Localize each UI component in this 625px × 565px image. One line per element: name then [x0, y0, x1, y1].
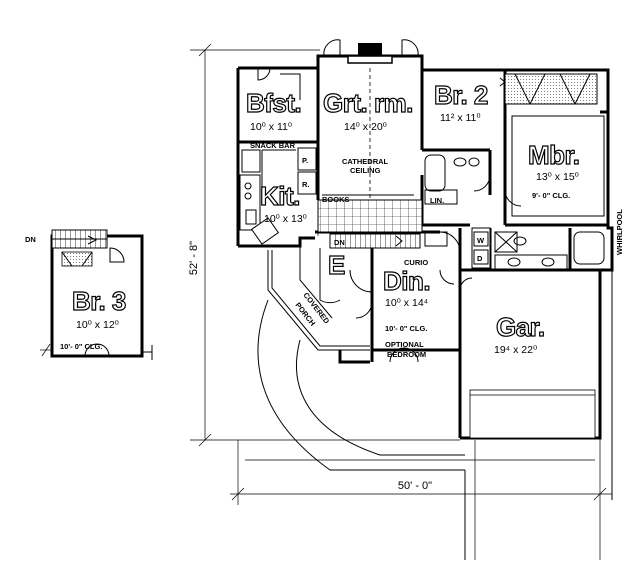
br2-closet [499, 73, 605, 217]
refrigerator-label: R. [302, 180, 310, 189]
din-room-name: Din. [383, 266, 430, 296]
entry-tile [317, 199, 423, 233]
stair-entry [319, 231, 455, 304]
dn-main-label: DN [334, 238, 345, 247]
dryer-label: D [477, 254, 483, 263]
gar-room-dim: 19⁴ x 22⁰ [494, 344, 538, 356]
kitchen-fixtures [239, 67, 317, 245]
whirlpool-label: WHIRLPOOL [615, 209, 624, 255]
width-dimension: 50' - 0" [398, 480, 432, 492]
curio-label: CURIO [404, 258, 428, 267]
mbr-ceiling-note: 9'- 0" CLG. [532, 191, 570, 200]
bfst-room-dim: 10⁰ x 11⁰ [250, 121, 293, 133]
entry-label: E [328, 250, 345, 280]
br2-room-dim: 11² x 11⁰ [440, 112, 481, 124]
kit-room-name: Kit. [260, 181, 300, 211]
dimension-lines [190, 43, 612, 560]
bedroom-3-detail [40, 229, 153, 360]
gar-room-name: Gar. [496, 312, 545, 342]
covered-porch [267, 238, 373, 351]
mbr-room-name: Mbr. [528, 140, 579, 170]
depth-dimension: 52' - 8" [188, 241, 200, 275]
books-label: BOOKS [322, 195, 350, 204]
grt-room-name: Grt. rm. [323, 88, 413, 118]
master-bath [439, 227, 605, 291]
bathroom-fixtures [424, 154, 491, 205]
br3-room-dim: 10⁰ x 12⁰ [76, 319, 120, 331]
snack-bar-label: SNACK BAR [250, 141, 296, 150]
cathedral-ceiling-line2: CEILING [350, 166, 381, 175]
fireplace [323, 39, 419, 64]
br3-ceiling-note: 10'- 0" CLG. [60, 342, 102, 351]
garage-driveway [257, 270, 613, 560]
linen-label: LIN. [430, 196, 444, 205]
grt-room-dim: 14⁰ x 20⁰ [344, 121, 388, 133]
kit-room-dim: 10⁰ x 13⁰ [264, 213, 308, 225]
din-room-dim: 10⁰ x 14⁴ [385, 297, 428, 309]
optional-bedroom-line1: OPTIONAL [385, 340, 424, 349]
bfst-room-name: Bfst. [246, 88, 301, 118]
br3-room-name: Br. 3 [72, 286, 126, 316]
optional-bedroom-line2: BEDROOM [387, 350, 426, 359]
washer-label: W [477, 236, 485, 245]
br3-dn-label: DN [25, 235, 36, 244]
pantry-label: P. [302, 156, 308, 165]
cathedral-ceiling-line1: CATHEDRAL [342, 157, 389, 166]
din-ceiling-note: 10'- 0" CLG. [385, 324, 427, 333]
mbr-room-dim: 13⁰ x 15⁰ [536, 171, 580, 183]
br2-room-name: Br. 2 [434, 80, 488, 110]
